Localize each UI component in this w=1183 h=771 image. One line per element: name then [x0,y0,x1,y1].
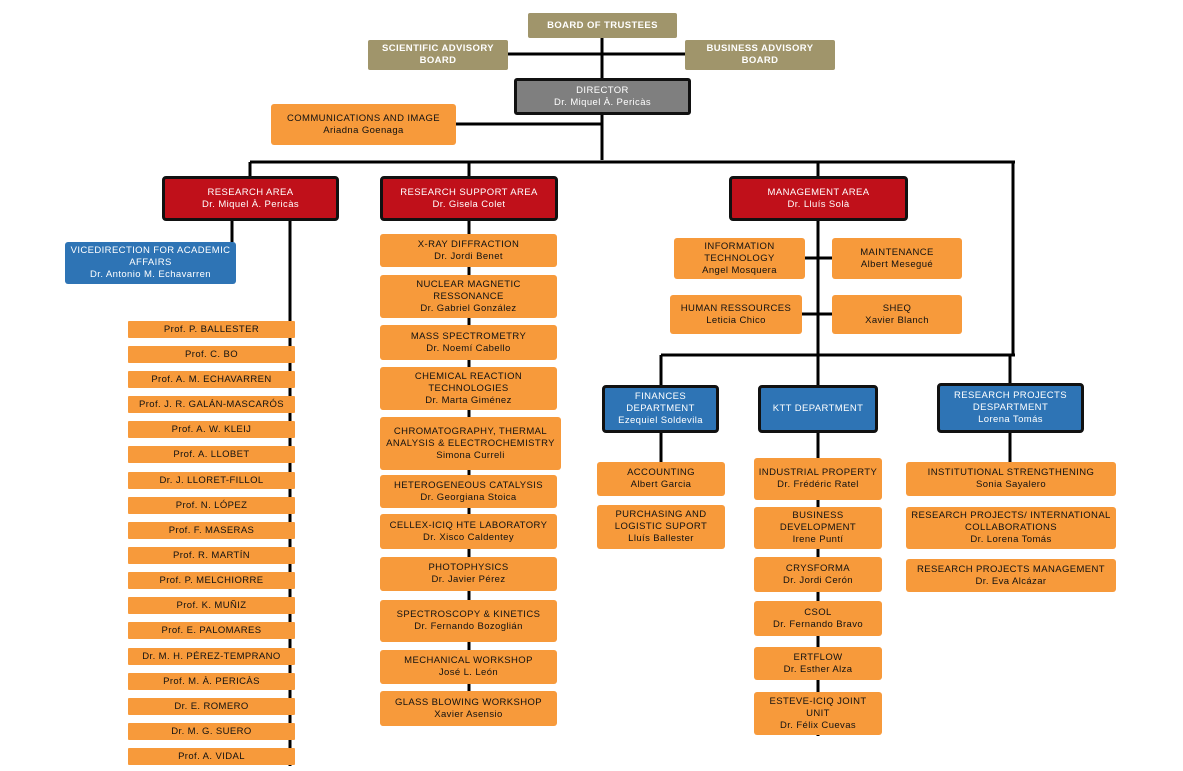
professor-item: Prof. R. MARTÍN [128,547,295,564]
professor-item: Prof. K. MUÑIZ [128,597,295,614]
research-support-area-box: RESEARCH SUPPORT AREA Dr. Gisela Colet [380,176,558,221]
professor-item: Prof. M. À. PERICÀS [128,673,295,690]
professor-item: Prof. P. BALLESTER [128,321,295,338]
professor-item: Dr. E. ROMERO [128,698,295,715]
ktt-department-box: KTT DEPARTMENT [758,385,878,433]
professor-item: Prof. E. PALOMARES [128,622,295,639]
scientific-advisory-board: SCIENTIFIC ADVISORY BOARD [368,40,508,70]
business-advisory-board: BUSINESS ADVISORY BOARD [685,40,835,70]
research-area-box: RESEARCH AREA Dr. Miquel À. Pericàs [162,176,339,221]
finances-department-box: FINANCES DEPARTMENT Ezequiel Soldevila [602,385,719,433]
professor-item: Prof. F. MASERAS [128,522,295,539]
research-projects-department-box: RESEARCH PROJECTS DESPARTMENT Lorena Tom… [937,383,1084,433]
professor-item: Prof. J. R. GALÁN-MASCARÓS [128,396,295,413]
professor-item: Prof. C. BO [128,346,295,363]
professor-item: Prof. A. VIDAL [128,748,295,765]
communications-box: COMMUNICATIONS AND IMAGE Ariadna Goenaga [271,104,456,145]
professor-item: Prof. A. M. ECHAVARREN [128,371,295,388]
director-box: DIRECTOR Dr. Miquel À. Pericàs [514,78,691,115]
board-of-trustees: BOARD OF TRUSTEES [528,13,677,38]
professor-item: Prof. P. MELCHIORRE [128,572,295,589]
professor-item: Prof. A. LLOBET [128,446,295,463]
vicedirection-box: VICEDIRECTION FOR ACADEMIC AFFAIRS Dr. A… [65,242,236,284]
professor-item: Dr. M. H. PÉREZ-TEMPRANO [128,648,295,665]
professor-item: Prof. N. LÓPEZ [128,497,295,514]
professor-item: Prof. A. W. KLEIJ [128,421,295,438]
professor-item: Dr. J. LLORET-FILLOL [128,472,295,489]
support-unit: CHROMATOGRAPHY, THERMAL ANALYSIS & ELECT… [380,417,561,470]
professor-item: Dr. M. G. SUERO [128,723,295,740]
project-unit: RESEARCH PROJECTS/ INTERNATIONAL COLLABO… [906,507,1116,549]
management-area-box: MANAGEMENT AREA Dr. Lluís Solà [729,176,908,221]
